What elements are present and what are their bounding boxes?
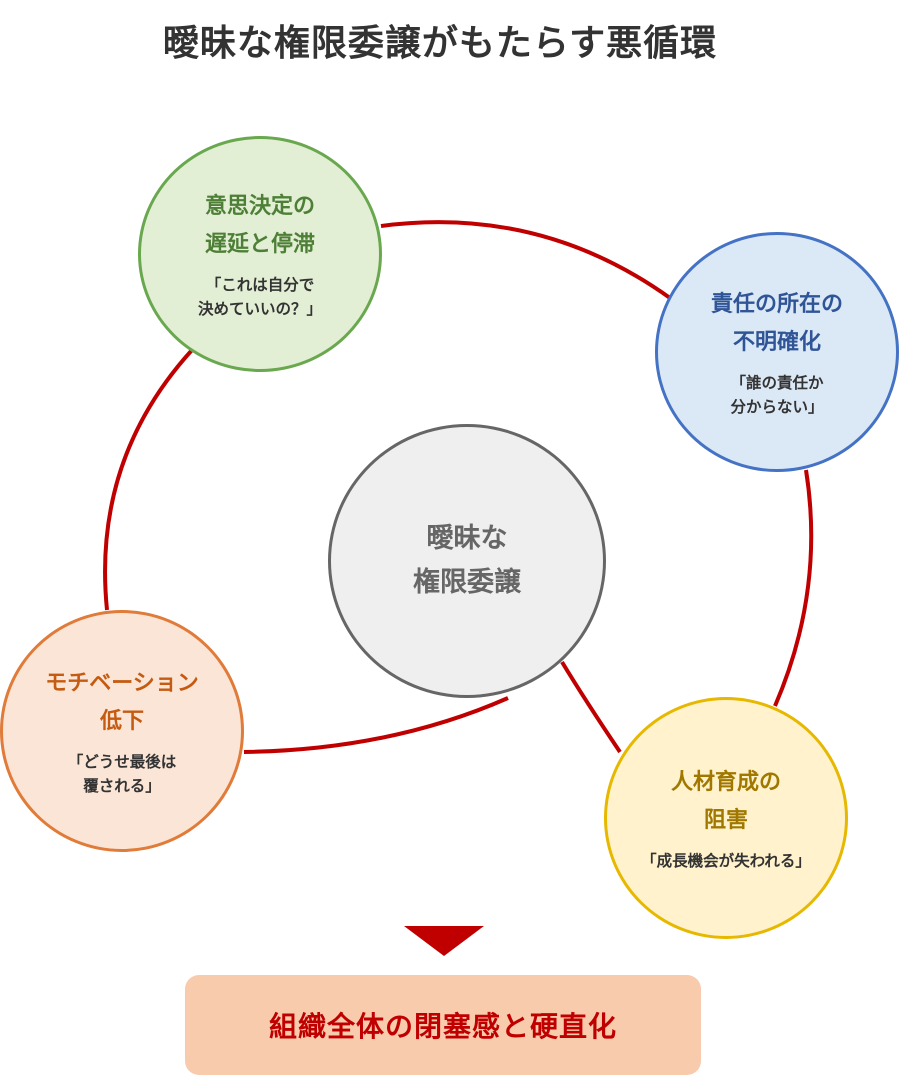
node-quote-line: 「成長機会が失われる」 (641, 852, 811, 870)
cycle-arc-orange-green (103, 348, 194, 611)
node-quote-line: 決めていいの？」 (197, 300, 322, 318)
node-heading: 意思決定の (204, 194, 315, 219)
node-heading: 人材育成の (670, 770, 781, 795)
cycle-arc-center-orange (243, 696, 509, 754)
node-quote: 「どうせ最後は 覆される」 (68, 750, 177, 798)
node-heading: 責任の所在の (710, 292, 843, 317)
node-quote-line: 「誰の責任か (730, 374, 824, 392)
center-heading: 曖昧な (426, 523, 508, 554)
cycle-arc-blue-yellow (773, 469, 814, 707)
page-title: 曖昧な権限委譲がもたらす悪循環 (162, 23, 718, 64)
cycle-arc-green-blue (380, 220, 672, 300)
node-quote-line: 分からない」 (730, 398, 824, 416)
node-motivation-drop: モチベーション 低下 「どうせ最後は 覆される」 (0, 610, 244, 852)
node-heading: 遅延と停滞 (204, 232, 315, 257)
result-box: 組織全体の閉塞感と硬直化 (185, 975, 701, 1075)
node-heading: 低下 (99, 709, 144, 734)
node-heading: 阻害 (703, 808, 748, 833)
node-center: 曖昧な 権限委譲 (328, 424, 606, 698)
node-talent-hindrance: 人材育成の 阻害 「成長機会が失われる」 (604, 697, 848, 939)
node-quote-line: 「どうせ最後は (67, 753, 177, 771)
node-quote: 「成長機会が失われる」 (641, 849, 811, 873)
node-quote-line: 覆される」 (83, 777, 161, 795)
center-heading: 権限委譲 (413, 567, 521, 598)
node-decision-delay: 意思決定の 遅延と停滞 「これは自分で 決めていいの？」 (138, 136, 382, 372)
node-responsibility-unclear: 責任の所在の 不明確化 「誰の責任か 分からない」 (655, 232, 899, 472)
down-arrow-icon (404, 926, 484, 956)
node-heading: モチベーション (45, 671, 199, 696)
node-quote: 「誰の責任か 分からない」 (730, 371, 823, 419)
node-quote: 「これは自分で 決めていいの？」 (198, 273, 322, 321)
node-quote-line: 「これは自分で (205, 276, 315, 294)
node-heading: 不明確化 (732, 330, 821, 355)
cycle-arc-yellow-center (560, 660, 622, 754)
